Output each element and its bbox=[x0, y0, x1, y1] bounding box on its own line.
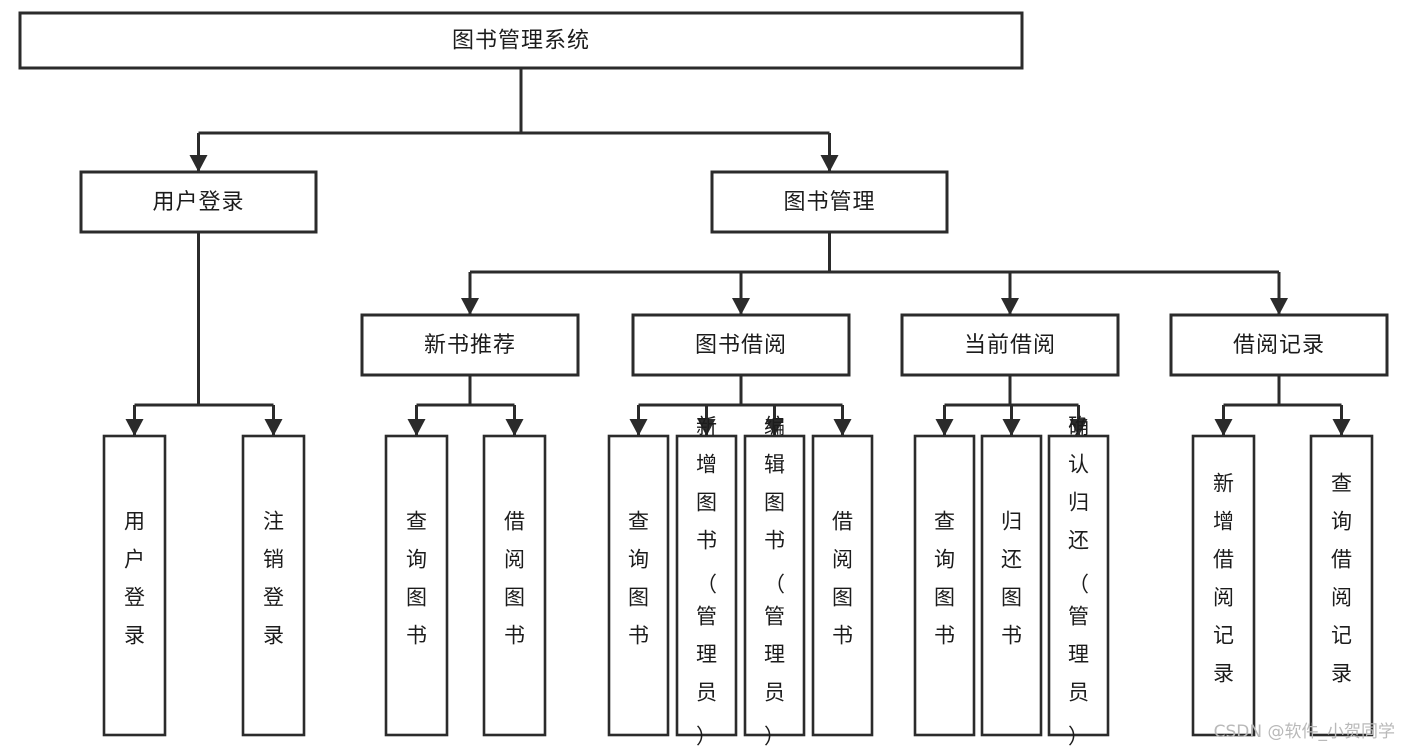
node-book-manage[interactable]: 图书管理 bbox=[710, 170, 949, 234]
arrow-head-icon bbox=[833, 419, 852, 436]
node-box bbox=[900, 313, 1120, 377]
node-box bbox=[18, 11, 1024, 70]
node-box bbox=[631, 313, 851, 377]
watermark-text: CSDN @软件_小贺同学 bbox=[1213, 722, 1395, 742]
node-box bbox=[482, 434, 547, 737]
node-label: 确认归还（管理员） bbox=[1068, 415, 1089, 747]
node-box bbox=[607, 434, 670, 737]
node-box bbox=[360, 313, 580, 377]
node-label: 图书管理系统 bbox=[452, 29, 590, 54]
node-new-book-recommend[interactable]: 新书推荐 bbox=[360, 313, 580, 377]
arrow-head-icon bbox=[505, 419, 524, 436]
node-box bbox=[675, 434, 738, 737]
node-label: 图书借阅 bbox=[695, 333, 787, 358]
node-root[interactable]: 图书管理系统 bbox=[18, 11, 1024, 70]
node-label: 查询图书 bbox=[628, 510, 649, 648]
arrow-head-icon bbox=[1270, 298, 1288, 315]
arrow-head-icon bbox=[461, 298, 479, 315]
node-borrow-record[interactable]: 借阅记录 bbox=[1169, 313, 1389, 377]
arrow-head-icon bbox=[732, 298, 750, 315]
node-label: 查询借阅记录 bbox=[1331, 472, 1352, 686]
arrow-head-icon bbox=[189, 155, 208, 172]
node-box bbox=[241, 434, 306, 737]
node-label: 用户登录 bbox=[124, 510, 145, 648]
node-leaf-query-record[interactable]: 查询借阅记录 bbox=[1309, 434, 1374, 737]
node-leaf-add-record[interactable]: 新增借阅记录 bbox=[1191, 434, 1256, 737]
connector-layer bbox=[125, 68, 1351, 436]
node-box bbox=[913, 434, 976, 737]
node-leaf-edit-book[interactable]: 编辑图书（管理员） bbox=[743, 415, 806, 747]
node-current-borrow[interactable]: 当前借阅 bbox=[900, 313, 1120, 377]
node-label: 新增图书（管理员） bbox=[696, 415, 717, 747]
node-box bbox=[384, 434, 449, 737]
node-label: 编辑图书（管理员） bbox=[764, 415, 785, 747]
node-box bbox=[1191, 434, 1256, 737]
node-box bbox=[1169, 313, 1389, 377]
node-leaf-return-book[interactable]: 归还图书 bbox=[980, 434, 1043, 737]
node-leaf-borrow-book[interactable]: 借阅图书 bbox=[811, 434, 874, 737]
node-book-borrow[interactable]: 图书借阅 bbox=[631, 313, 851, 377]
arrow-head-icon bbox=[1069, 419, 1088, 436]
node-leaf-logout[interactable]: 注销登录 bbox=[241, 434, 306, 737]
node-label: 查询图书 bbox=[406, 510, 427, 648]
node-label: 借阅图书 bbox=[832, 510, 853, 648]
arrow-head-icon bbox=[1002, 419, 1021, 436]
node-leaf-user-login[interactable]: 用户登录 bbox=[102, 434, 167, 737]
node-leaf-query-book-rec[interactable]: 查询图书 bbox=[384, 434, 449, 737]
node-label: 借阅图书 bbox=[504, 510, 525, 648]
node-box bbox=[1309, 434, 1374, 737]
node-box bbox=[79, 170, 318, 234]
node-label: 注销登录 bbox=[263, 510, 284, 648]
arrow-head-icon bbox=[1214, 419, 1233, 436]
node-label: 新书推荐 bbox=[424, 333, 516, 358]
node-label: 借阅记录 bbox=[1233, 333, 1325, 358]
node-label: 用户登录 bbox=[152, 190, 244, 215]
arrow-head-icon bbox=[820, 155, 839, 172]
arrow-head-icon bbox=[125, 419, 144, 436]
node-user-login[interactable]: 用户登录 bbox=[79, 170, 318, 234]
node-box bbox=[980, 434, 1043, 737]
arrow-head-icon bbox=[1001, 298, 1019, 315]
node-leaf-add-book[interactable]: 新增图书（管理员） bbox=[675, 415, 738, 747]
node-leaf-confirm-return[interactable]: 确认归还（管理员） bbox=[1047, 415, 1110, 747]
node-leaf-query-book-cur[interactable]: 查询图书 bbox=[913, 434, 976, 737]
arrow-head-icon bbox=[407, 419, 426, 436]
node-box bbox=[1047, 434, 1110, 737]
arrow-head-icon bbox=[935, 419, 954, 436]
node-box bbox=[743, 434, 806, 737]
node-label: 归还图书 bbox=[1001, 510, 1022, 648]
node-box bbox=[710, 170, 949, 234]
node-box bbox=[102, 434, 167, 737]
arrow-head-icon bbox=[629, 419, 648, 436]
arrow-head-icon bbox=[264, 419, 283, 436]
node-label: 查询图书 bbox=[934, 510, 955, 648]
node-label: 新增借阅记录 bbox=[1213, 472, 1234, 686]
node-label: 图书管理 bbox=[783, 190, 875, 215]
node-leaf-borrow-book-rec[interactable]: 借阅图书 bbox=[482, 434, 547, 737]
arrow-head-icon bbox=[1332, 419, 1351, 436]
node-leaf-query-book-borrow[interactable]: 查询图书 bbox=[607, 434, 670, 737]
arrow-head-icon bbox=[697, 419, 716, 436]
arrow-head-icon bbox=[765, 419, 784, 436]
node-label: 当前借阅 bbox=[964, 333, 1056, 358]
node-box bbox=[811, 434, 874, 737]
node-layer: 图书管理系统用户登录图书管理新书推荐图书借阅当前借阅借阅记录用户登录注销登录查询… bbox=[18, 11, 1389, 747]
